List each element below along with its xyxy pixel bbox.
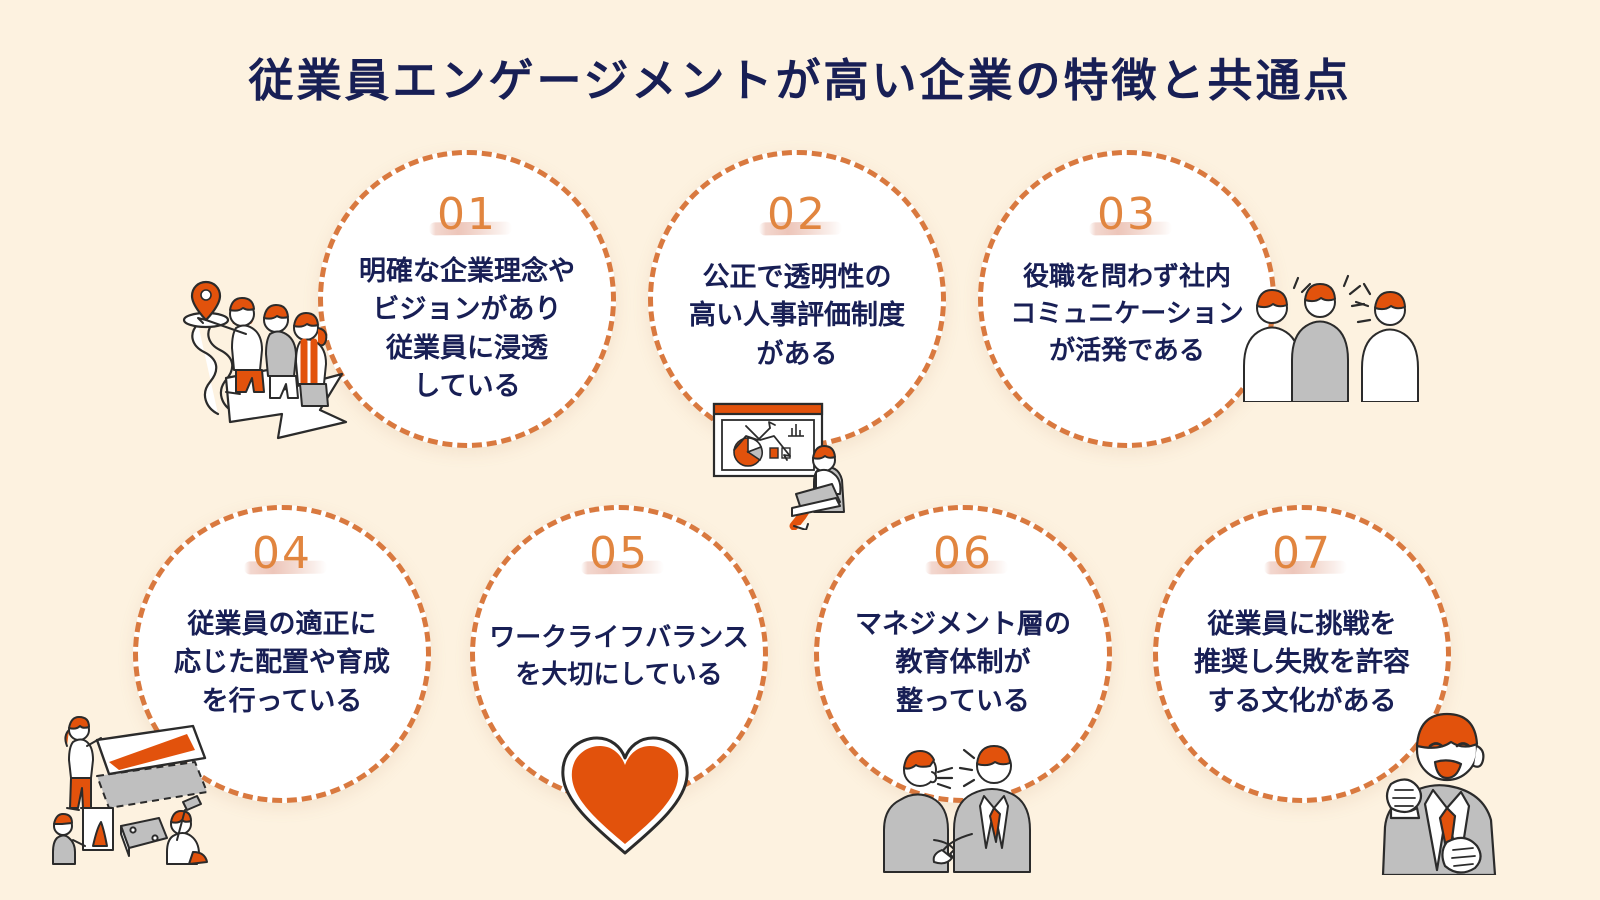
feature-circle-01[interactable]: 01 明確な企業理念や ビジョンがあり 従業員に浸透 している bbox=[318, 150, 616, 448]
feature-number-04-wrap: 04 bbox=[243, 532, 327, 576]
feature-number-02: 02 bbox=[767, 189, 827, 240]
three-people-talking-illustration bbox=[1240, 272, 1430, 402]
feature-number-05-wrap: 05 bbox=[580, 532, 664, 576]
feature-text-07: 従業員に挑戦を 推奨し失敗を許容 する文化がある bbox=[1194, 609, 1410, 717]
feature-text-04: 従業員の適正に 応じた配置や育成 を行っている bbox=[174, 609, 390, 717]
heart-icon bbox=[553, 728, 698, 858]
feature-number-03-wrap: 03 bbox=[1088, 193, 1172, 237]
feature-number-03: 03 bbox=[1097, 189, 1157, 240]
feature-number-05: 05 bbox=[589, 528, 649, 579]
feature-text-05: ワークライフバランス を大切にしている bbox=[489, 623, 749, 690]
feature-text-06: マネジメント層の 教育体制が 整っている bbox=[855, 609, 1071, 717]
two-businessmen-talking-illustration bbox=[872, 728, 1047, 873]
feature-number-07: 07 bbox=[1272, 528, 1332, 579]
feature-number-01: 01 bbox=[437, 189, 497, 240]
feature-text-01: 明確な企業理念や ビジョンがあり 従業員に浸透 している bbox=[359, 256, 575, 402]
feature-text-03: 役職を問わず社内 コミュニケーション が活発である bbox=[1010, 262, 1244, 366]
person-with-laptop-and-dashboard-charts-illustration bbox=[700, 390, 870, 530]
feature-text-02: 公正で透明性の 高い人事評価制度 がある bbox=[689, 262, 905, 370]
people-placing-panels-illustration bbox=[35, 680, 225, 870]
feature-number-01-wrap: 01 bbox=[428, 193, 512, 237]
page-title: 従業員エンゲージメントが高い企業の特徴と共通点 bbox=[248, 54, 1352, 107]
feature-number-06: 06 bbox=[933, 528, 993, 579]
feature-circle-03[interactable]: 03 役職を問わず社内 コミュニケーション が活発である bbox=[978, 150, 1276, 448]
feature-number-06-wrap: 06 bbox=[924, 532, 1008, 576]
feature-number-04: 04 bbox=[252, 528, 312, 579]
people-riding-arrow-to-map-pin-illustration bbox=[170, 262, 360, 442]
businessman-fists-raised-illustration bbox=[1335, 690, 1525, 875]
feature-circle-07[interactable]: 07 従業員に挑戦を 推奨し失敗を許容 する文化がある bbox=[1153, 505, 1451, 803]
feature-circle-02[interactable]: 02 公正で透明性の 高い人事評価制度 がある bbox=[648, 150, 946, 448]
feature-number-07-wrap: 07 bbox=[1263, 532, 1347, 576]
feature-number-02-wrap: 02 bbox=[758, 193, 842, 237]
